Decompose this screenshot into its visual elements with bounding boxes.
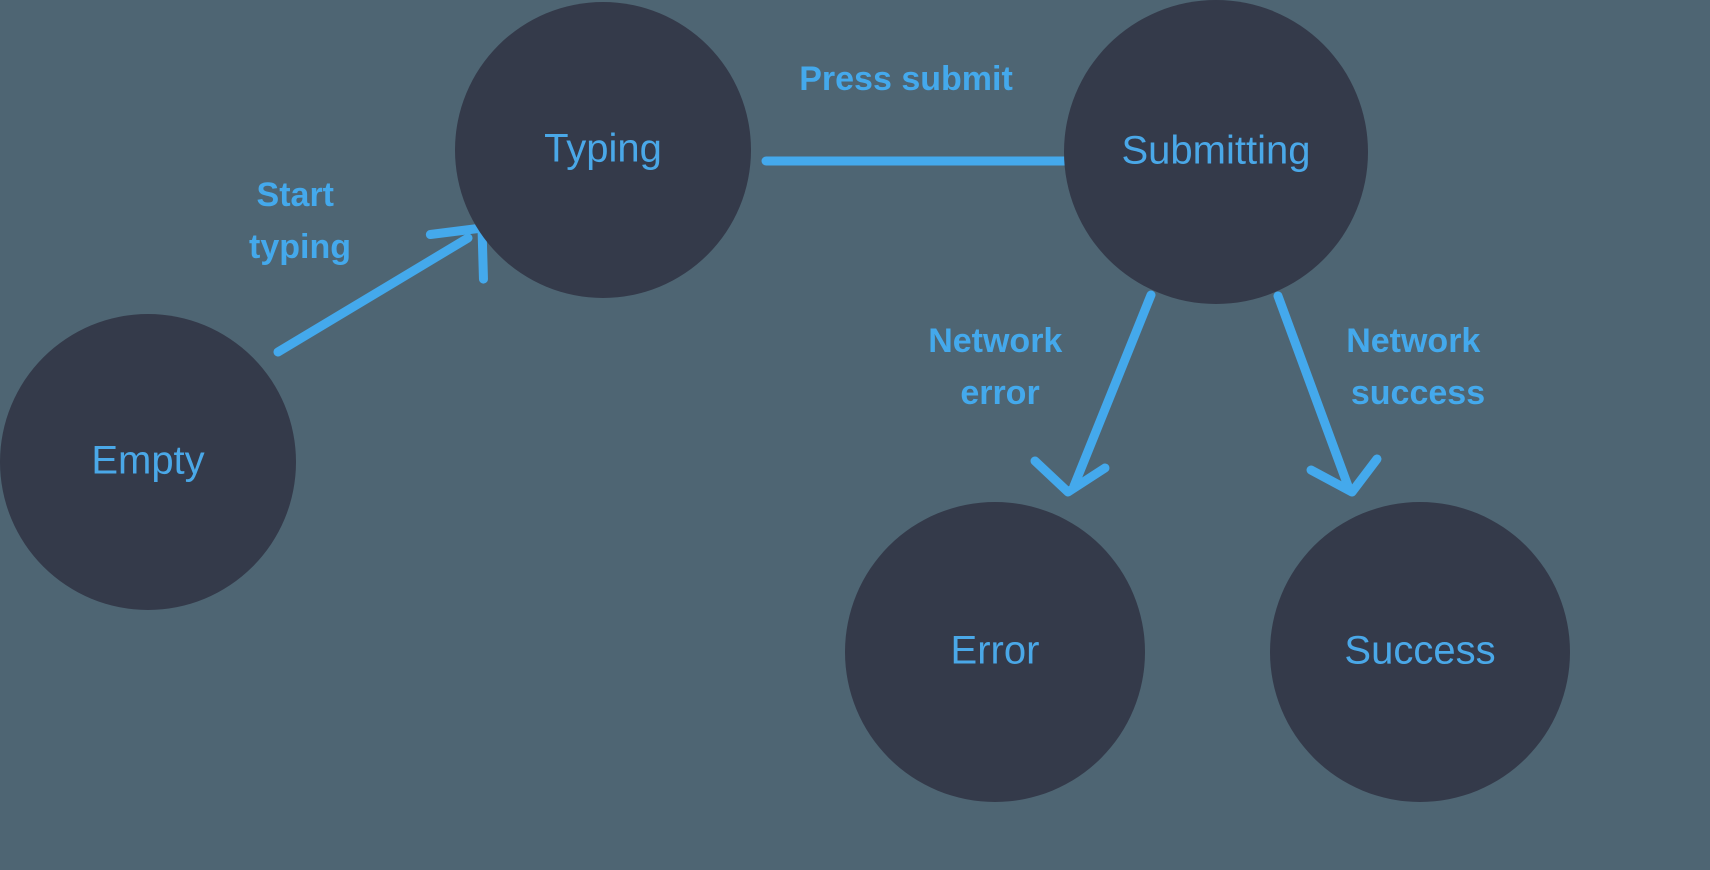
node-typing[interactable]: Typing	[455, 2, 751, 298]
node-submitting-circle[interactable]	[1064, 0, 1368, 304]
node-typing-label: Typing	[544, 127, 662, 171]
node-typing-circle[interactable]	[455, 2, 751, 298]
node-empty-label: Empty	[91, 439, 204, 483]
transition-network-success-line	[1273, 291, 1353, 491]
transition-network-success-label: Network success	[1346, 322, 1490, 412]
transition-network-error-label-line-1: Network	[928, 322, 1062, 360]
node-error-label: Error	[951, 629, 1040, 673]
node-success-label: Success	[1344, 629, 1495, 673]
node-submitting-label: Submitting	[1122, 129, 1311, 173]
transition-network-error-label-line-2: error	[960, 374, 1039, 412]
transition-start-typing-label-line-2: typing	[249, 228, 351, 266]
transition-network-success-label-line-1: Network	[1346, 322, 1480, 360]
transition-network-error-label: Network error	[928, 322, 1072, 412]
transition-start-typing-label: Start typing	[249, 176, 351, 266]
transition-network-success	[1273, 291, 1382, 497]
transition-press-submit-label: Press submit	[799, 60, 1013, 98]
transition-network-error	[1030, 290, 1156, 497]
transition-network-error-line	[1069, 290, 1156, 491]
node-success[interactable]: Success	[1270, 502, 1570, 802]
transition-network-success-label-line-2: success	[1351, 374, 1485, 412]
transition-network-success-arrowhead	[1306, 454, 1382, 497]
node-empty-circle[interactable]	[0, 314, 296, 610]
node-empty[interactable]: Empty	[0, 314, 296, 610]
node-error-circle[interactable]	[845, 502, 1145, 802]
transition-start-typing-line	[273, 233, 473, 357]
node-submitting[interactable]: Submitting	[1064, 0, 1368, 304]
transition-start-typing-label-line-1: Start	[257, 176, 334, 214]
node-success-circle[interactable]	[1270, 502, 1570, 802]
node-error[interactable]: Error	[845, 502, 1145, 802]
transition-network-error-arrowhead	[1030, 456, 1110, 497]
